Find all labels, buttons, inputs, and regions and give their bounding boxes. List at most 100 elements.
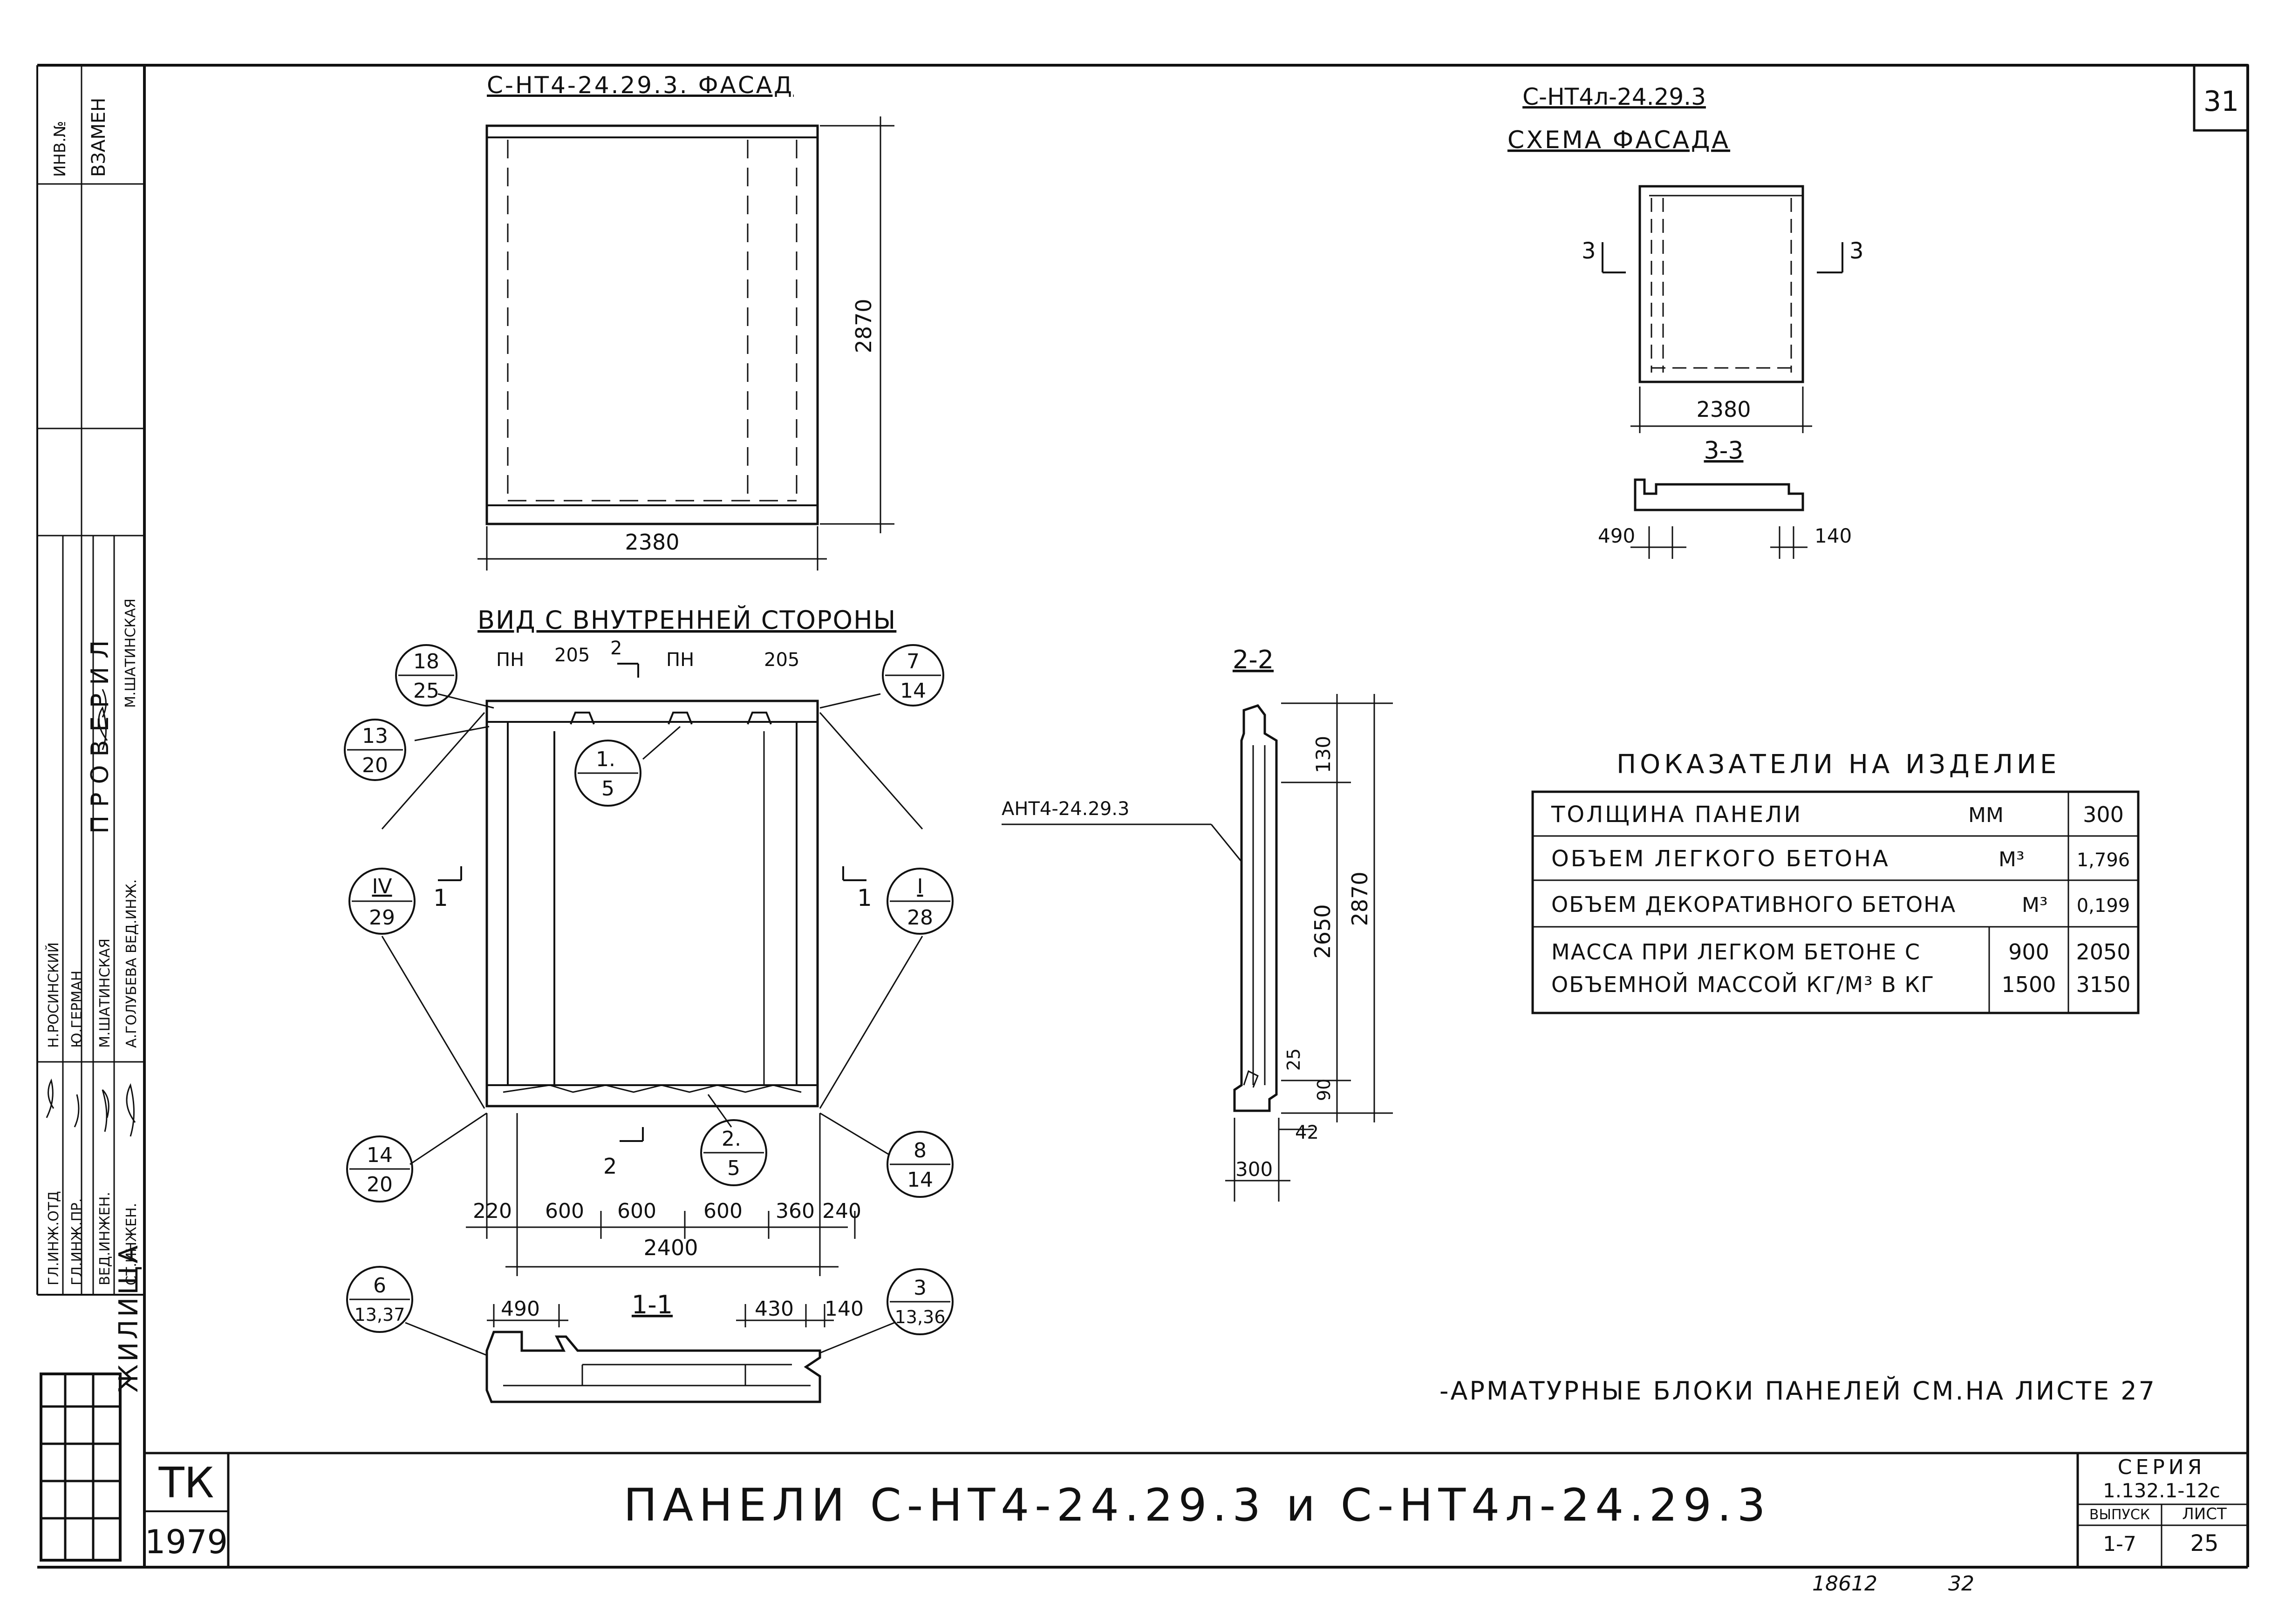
sig-role-4: СТ.ИНЖЕН. — [123, 1203, 140, 1285]
series-value: 1.132.1-12с — [2103, 1479, 2220, 1502]
svg-text:14: 14 — [367, 1143, 393, 1167]
sheet-frame — [37, 64, 2249, 1569]
pn-label-left: ПН — [496, 649, 524, 671]
section-1-1-dim-430: 430 — [755, 1297, 794, 1321]
callout-bubble: 7 14 — [882, 644, 944, 707]
svg-text:1.: 1. — [596, 747, 615, 771]
mass-value-1: 2050 — [2076, 939, 2130, 965]
indicator-value-3: 0,199 — [2077, 895, 2130, 917]
scheme-panel — [1602, 185, 1843, 433]
callout-bubble: 13 20 — [344, 719, 406, 781]
signature-scribble — [46, 689, 136, 1137]
issue-label: ВЫПУСК — [2089, 1507, 2150, 1523]
section-1-1-title: 1-1 — [632, 1290, 673, 1319]
issue-value: 1-7 — [2103, 1532, 2136, 1556]
section-2-2-dim-300: 300 — [1235, 1158, 1273, 1181]
year: 1979 — [145, 1523, 228, 1561]
svg-text:20: 20 — [367, 1173, 393, 1196]
mass-label-2: ОБЪЕМНОЙ МАССОЙ КГ/М³ В КГ — [1551, 972, 1935, 997]
dim-600-3: 600 — [703, 1199, 743, 1223]
inner-view-title: ВИД С ВНУТРЕННЕЙ СТОРОНЫ — [477, 605, 896, 635]
dim-600-1: 600 — [545, 1199, 584, 1223]
sheet-label: ЛИСТ — [2182, 1505, 2227, 1523]
vzamen-label: ВЗАМЕН — [88, 98, 109, 177]
callout-bubble: 3 13,36 — [887, 1268, 954, 1335]
inner-panel — [485, 700, 819, 1108]
sig-role-2: ГЛ.ИНЖ.ПР. — [69, 1198, 85, 1285]
section-2-top: 2 — [610, 638, 622, 659]
inner-bottom-dimensions — [466, 1113, 856, 1276]
mass-density-2: 1500 — [2001, 972, 2056, 997]
dim-205-right: 205 — [764, 649, 799, 671]
section-2-2-dim-42: 42 — [1295, 1122, 1319, 1143]
sig-name-1: Н.РОСИНСКИЙ — [45, 942, 62, 1048]
svg-text:13: 13 — [362, 724, 388, 748]
page-number: 31 — [2203, 85, 2239, 118]
pn-label-right: ПН — [666, 649, 694, 671]
reinforcement-note: -АРМАТУРНЫЕ БЛОКИ ПАНЕЛЕЙ СМ.НА ЛИСТЕ 27 — [1439, 1376, 2156, 1406]
inv-label: ИНВ.№ — [51, 121, 69, 177]
org-logo — [40, 1373, 122, 1562]
dim-600-2: 600 — [617, 1199, 656, 1223]
svg-text:28: 28 — [907, 906, 933, 930]
svg-text:I: I — [917, 875, 923, 898]
scheme-title-1: С-НТ4л-24.29.3 — [1522, 83, 1706, 110]
svg-text:13,36: 13,36 — [895, 1307, 946, 1327]
org-subtitle: ЖИЛИЩА — [114, 1243, 144, 1393]
section-2-2-leader: АНТ4-24.29.3 — [1002, 798, 1129, 820]
scheme-width: 2380 — [1696, 397, 1751, 422]
indicators-title: ПОКАЗАТЕЛИ НА ИЗДЕЛИЕ — [1617, 749, 2060, 780]
dim-205-left: 205 — [554, 645, 590, 666]
svg-text:2.: 2. — [722, 1127, 741, 1151]
svg-text:13,37: 13,37 — [355, 1305, 405, 1325]
callout-bubble: IV 29 — [348, 868, 416, 935]
indicator-name-2: ОБЪЕМ ЛЕГКОГО БЕТОНА — [1551, 846, 1890, 872]
callout-bubble: 1. 5 — [574, 740, 641, 807]
org-code: ТК — [158, 1459, 214, 1508]
facade-title: С-НТ4-24.29.3. ФАСАД — [487, 72, 794, 99]
main-title: ПАНЕЛИ С-НТ4-24.29.3 и С-НТ4л-24.29.3 — [623, 1479, 1771, 1531]
scheme-title-2: СХЕМА ФАСАДА — [1507, 126, 1730, 154]
svg-text:18: 18 — [413, 650, 439, 673]
sig-name-3: М.ШАТИНСКАЯ — [97, 938, 113, 1048]
dim-360: 360 — [776, 1199, 815, 1223]
scheme-section-right: 3 — [1849, 238, 1864, 264]
section-2-2-profile — [1002, 694, 1393, 1202]
svg-text:8: 8 — [914, 1139, 927, 1162]
indicator-value-2: 1,796 — [2077, 849, 2130, 871]
series-label: СЕРИЯ — [2118, 1455, 2206, 1479]
svg-text:5: 5 — [727, 1156, 740, 1180]
svg-text:5: 5 — [601, 777, 614, 801]
section-1-right: 1 — [857, 884, 872, 911]
section-1-left: 1 — [433, 884, 448, 911]
callout-bubble: 18 25 — [395, 644, 457, 707]
svg-text:29: 29 — [369, 906, 395, 930]
mass-density-1: 900 — [2008, 939, 2049, 965]
scheme-section-left: 3 — [1582, 238, 1596, 264]
callout-bubble: 8 14 — [887, 1131, 954, 1198]
sig-role-1: ГЛ.ИНЖ.ОТД — [46, 1191, 62, 1285]
scheme-dim-right: 140 — [1814, 524, 1852, 547]
sig-name-2: Ю.ГЕРМАН — [69, 971, 85, 1048]
section-2-2-dim-2650: 2650 — [1310, 904, 1335, 958]
svg-text:7: 7 — [907, 650, 920, 673]
facade-width: 2380 — [625, 530, 679, 555]
scheme-section-title: 3-3 — [1704, 437, 1744, 465]
dim-220: 220 — [473, 1199, 512, 1223]
sig-name-4: А.ГОЛУБЕВА ВЕД.ИНЖ. — [123, 879, 140, 1048]
scheme-dim-left: 490 — [1598, 524, 1635, 547]
indicators-table — [1531, 790, 2140, 1014]
facade-dimensions — [477, 116, 894, 571]
archive-number-2: 32 — [1948, 1572, 1974, 1596]
checked-label: ПРОВЕРИЛ — [86, 632, 114, 834]
callout-bubble: I 28 — [887, 868, 954, 935]
indicator-value-1: 300 — [2083, 802, 2124, 827]
facade-panel — [485, 124, 819, 525]
mass-value-2: 3150 — [2076, 972, 2130, 997]
svg-text:25: 25 — [413, 679, 439, 703]
section-1-1-dim-490: 490 — [501, 1297, 540, 1321]
section-2-2-dim-130: 130 — [1312, 736, 1335, 773]
indicator-name-1: ТОЛЩИНА ПАНЕЛИ — [1551, 802, 1802, 828]
section-2-2-dim-90: 90 — [1314, 1079, 1334, 1101]
